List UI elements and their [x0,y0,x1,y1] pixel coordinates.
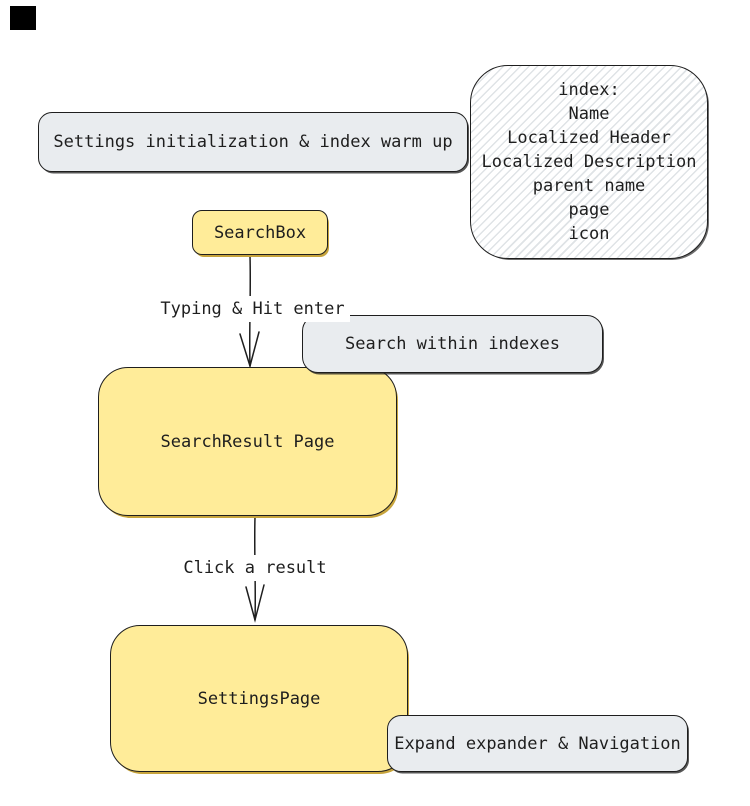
edge-label-click-a-result: Click a result [181,555,329,581]
node-settings-initialization-label: Settings initialization & index warm up [53,132,453,152]
node-searchbox-label: SearchBox [213,222,307,243]
edge-label-typing-text: Typing & Hit enter [160,299,345,319]
edge-label-typing-hit-enter: Typing & Hit enter [155,296,350,322]
node-index-fields-note: index: Name Localized Header Localized D… [470,65,708,259]
node-settings-page-label: SettingsPage [197,688,321,709]
node-expand-expander-navigation-label: Expand expander & Navigation [394,733,681,754]
node-search-result-page-label: SearchResult Page [160,431,335,452]
index-note-line: Localized Description [481,152,697,172]
node-search-result-page: SearchResult Page [98,367,397,516]
node-expand-expander-navigation: Expand expander & Navigation [387,715,688,772]
edge-label-click-text: Click a result [183,558,327,578]
node-settings-initialization: Settings initialization & index warm up [38,112,468,172]
node-search-within-indexes-label: Search within indexes [345,334,560,354]
node-searchbox: SearchBox [192,210,328,255]
index-note-line: Name [568,104,610,124]
index-note-line: page [568,200,610,220]
index-note-line: parent name [532,176,646,196]
corner-black-rectangle [10,6,36,30]
index-note-line: index: [558,80,620,100]
node-search-within-indexes: Search within indexes [302,315,603,373]
index-note-line: Localized Header [507,128,671,148]
index-note-line: icon [568,224,610,244]
node-settings-page: SettingsPage [110,625,408,772]
